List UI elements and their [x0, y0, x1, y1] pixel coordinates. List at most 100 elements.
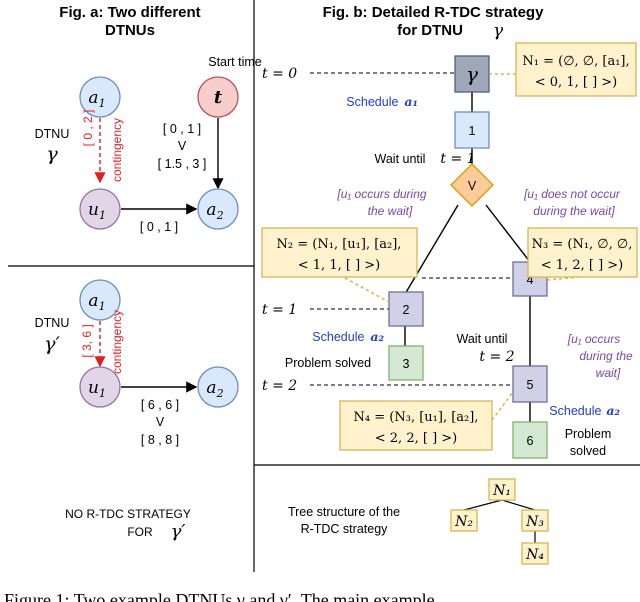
dtnu-gamma-symbol: γ	[46, 143, 58, 165]
problem-solved-right-line1: Problem	[565, 427, 612, 441]
t0-label: t = 0	[262, 66, 297, 82]
n2-box	[261, 227, 418, 278]
node-a2-bottom-sub: 2	[216, 387, 224, 400]
node-3-label: 3	[403, 357, 410, 371]
fig-b-title-line1: Fig. b: Detailed R-TDC strategy	[323, 4, 545, 21]
no-strategy-symbol: γ′	[171, 521, 186, 542]
node-a1-top-label: a	[88, 88, 98, 108]
node-5-label: 5	[527, 378, 534, 392]
node-4-label: 4	[527, 273, 534, 287]
fig-a-title-line1: Fig. a: Two different	[59, 4, 200, 21]
wait-until-2-line1: Wait until	[457, 332, 508, 346]
start-time-label: Start time	[208, 55, 262, 69]
node-a2-top-sub: 2	[216, 209, 224, 222]
wait-until-2-line2: t = 2	[479, 349, 514, 365]
node-u1-top	[79, 188, 121, 230]
node-a2-top-label: a	[206, 200, 216, 220]
figure-caption: Figure 1: Two example DTNUs γ and γ′. Th…	[4, 590, 435, 602]
svg-text:u1: u1	[88, 378, 106, 400]
problem-solved-left: Problem solved	[285, 356, 371, 370]
schedule-a2-left-label: Schedule	[312, 330, 364, 344]
svg-text:a1: a1	[88, 88, 105, 110]
tree-node-n1	[488, 478, 516, 501]
or-node-label: V	[468, 179, 477, 193]
fig-a-title-line2: DTNUs	[105, 22, 155, 39]
tree-structure: Tree structure of the R-TDC strategy N₁ …	[288, 478, 549, 565]
u1-occurs-line2: the wait]	[368, 204, 413, 218]
n3-box	[527, 227, 638, 278]
bottom-interval-2: [ 8 , 8 ]	[141, 433, 179, 447]
wait-until-1-label: Wait until	[375, 152, 426, 166]
node-u1-bottom	[79, 366, 121, 408]
node-3	[388, 345, 424, 381]
no-strategy-line1: NO R-TDC STRATEGY	[65, 507, 191, 521]
n2-connector	[344, 277, 390, 303]
node-a2-bottom-label: a	[206, 378, 216, 398]
u1-not-occurs-line2: during the wait]	[533, 204, 615, 218]
tree-node-n3-label: N₃	[525, 514, 544, 530]
schedule-a1-var: a₁	[404, 94, 418, 109]
n2-line1: N₂ = (N₁, [u₁], [a₂],	[277, 237, 402, 252]
u1-occurs-2-line1: [u₁ occurs	[567, 332, 620, 346]
t-interval-2: [ 1.5 , 3 ]	[158, 157, 207, 171]
edge-or-2	[404, 204, 459, 295]
schedule-a2-right-label: Schedule	[549, 404, 601, 418]
tree-node-n2	[450, 509, 478, 532]
node-5	[512, 365, 548, 403]
tree-edge-n1-n3	[501, 499, 536, 511]
or-node	[450, 163, 494, 207]
dtnu-gamma-prime-symbol: γ′	[44, 333, 60, 355]
edge-or-4	[485, 204, 531, 263]
node-2	[388, 291, 424, 327]
wait-until-1-t: t = 1	[440, 151, 475, 167]
fig-a: Fig. a: Two different DTNUs Start time a…	[35, 4, 262, 542]
n3-line1: N₃ = (N₁, ∅, ∅,	[532, 237, 633, 252]
n2-line2: < 1, 1, [ ] >)	[298, 258, 380, 273]
dtnu-gamma-label: DTNU	[35, 127, 70, 141]
t-interval-1: [ 0 , 1 ]	[163, 122, 201, 136]
bottom-interval-1: [ 6 , 6 ]	[141, 398, 179, 412]
n3-line2: < 1, 2, [ ] >)	[541, 258, 623, 273]
u1-occurs-2-line2: during the	[579, 349, 633, 363]
node-a1-top-sub: 1	[99, 97, 106, 110]
node-t-label: t	[214, 87, 223, 108]
u1-occurs-line1: [u₁ occurs during	[336, 187, 426, 201]
t-interval-or: V	[178, 139, 187, 153]
n4-box	[339, 400, 493, 451]
t1-label: t = 1	[262, 302, 297, 318]
fig-b: Fig. b: Detailed R-TDC strategy for DTNU…	[261, 4, 638, 459]
tree-label-line2: R-TDC strategy	[301, 522, 389, 536]
svg-text:a2: a2	[206, 378, 223, 400]
schedule-a1-label: Schedule	[346, 95, 398, 109]
node-a1-bottom	[79, 279, 121, 321]
schedule-a2-right-var: a₂	[606, 403, 620, 418]
node-u1-bottom-label: u	[88, 378, 99, 398]
node-1-label: 1	[469, 124, 476, 138]
tree-node-n3	[521, 509, 549, 532]
node-u1-top-label: u	[88, 200, 99, 220]
svg-text:a2: a2	[206, 200, 223, 222]
node-t	[197, 76, 239, 118]
n1-line2: < 0, 1, [ ] >)	[535, 75, 617, 90]
tree-node-n1-label: N₁	[492, 483, 511, 499]
n4-line1: N₄ = (N₃, [u₁], [a₂],	[354, 410, 479, 425]
svg-text:u1: u1	[88, 200, 106, 222]
contingency-word-top: contingency	[110, 118, 124, 182]
node-a1-bottom-sub: 1	[99, 300, 106, 313]
node-a1-top	[79, 76, 121, 118]
node-6-label: 6	[527, 434, 534, 448]
u1-occurs-2-line3: wait]	[596, 366, 621, 380]
n1-line1: N₁ = (∅, ∅, [a₁],	[522, 54, 629, 69]
n1-box	[515, 42, 637, 97]
tree-edge-n1-n2	[463, 499, 503, 511]
node-u1-top-sub: 1	[99, 209, 106, 222]
node-1	[454, 111, 490, 149]
fig-b-title-line2: for DTNU	[397, 22, 463, 39]
t2-label: t = 2	[262, 378, 297, 394]
contingency-interval-bottom: [ 3, 6 ]	[80, 324, 94, 357]
tree-node-n4-label: N₄	[525, 547, 544, 563]
